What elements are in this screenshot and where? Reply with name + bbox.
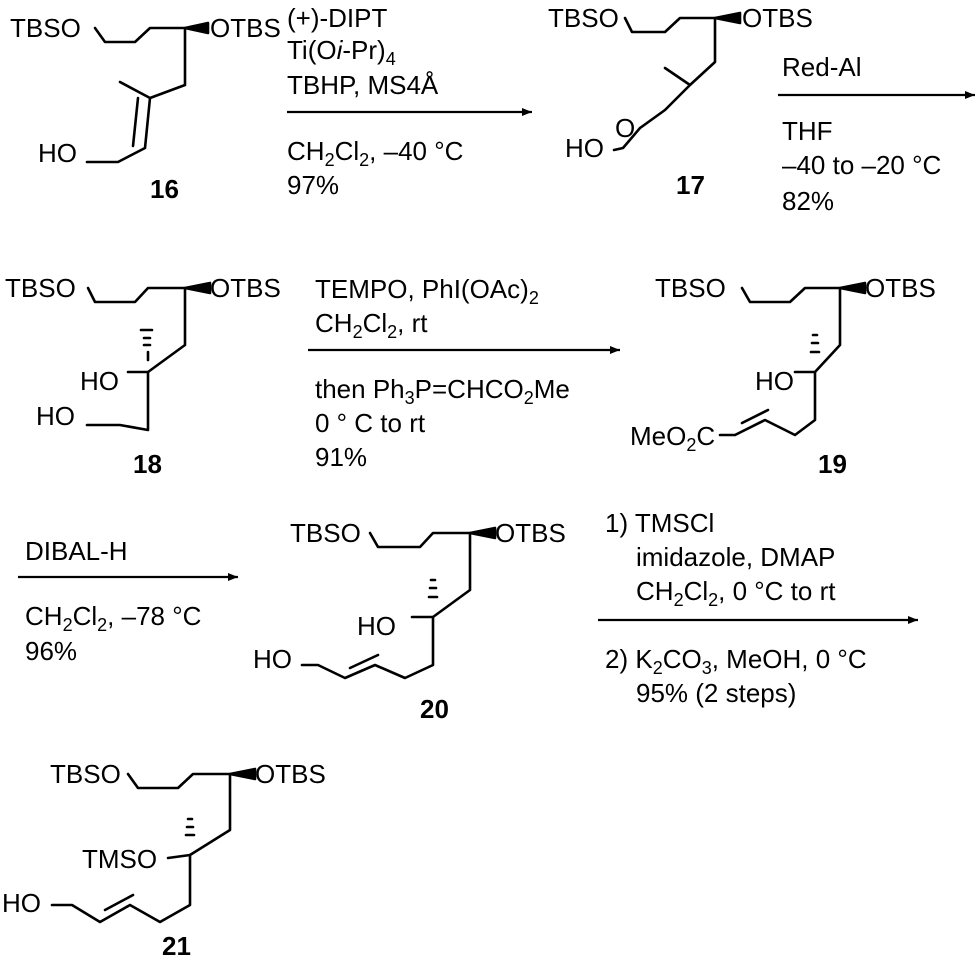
compound-number: 18	[133, 449, 162, 479]
compound-17: TBSO OTBS O HO 17	[548, 3, 813, 200]
epoxide-oxygen-label: O	[615, 113, 635, 143]
tms-ether-label: TMSO	[82, 844, 157, 874]
reaction-2: Red-Al THF –40 to –20 °C 82%	[778, 52, 975, 216]
yield-label: 95% (2 steps)	[636, 678, 796, 708]
bond-skeleton	[718, 281, 867, 437]
tbso-label: TBSO	[10, 13, 81, 43]
hydroxyl-label: HO	[38, 138, 77, 168]
wedge-bond	[228, 767, 257, 781]
tertiary-hydroxyl-label: HO	[357, 611, 396, 641]
reaction-1: (+)-DIPT Ti(Oi-Pr)4 TBHP, MS4Å CH2Cl2, –…	[287, 3, 532, 200]
yield-label: 96%	[25, 636, 77, 666]
tbso-label: TBSO	[50, 759, 121, 789]
otbs-label: OTBS	[255, 759, 326, 789]
yield-label: 82%	[782, 186, 834, 216]
wedge-bond	[468, 526, 497, 540]
wedge-bond	[838, 281, 867, 295]
reaction-5: 1) TMSCl imidazole, DMAP CH2Cl2, 0 °C to…	[598, 508, 918, 708]
tbso-label: TBSO	[290, 518, 361, 548]
compound-number: 16	[150, 174, 179, 204]
compound-19: TBSO OTBS HO MeO2C 19	[630, 273, 936, 479]
compound-number: 19	[818, 449, 847, 479]
conditions-line: CH2Cl2, –40 °C	[287, 136, 463, 170]
conditions-line: THF	[782, 116, 833, 146]
tbso-label: TBSO	[548, 3, 619, 33]
reaction-4: DIBAL-H CH2Cl2, –78 °C 96%	[18, 536, 238, 666]
otbs-label: OTBS	[742, 3, 813, 33]
hydroxyl-label: HO	[2, 888, 41, 918]
reagent-line: Red-Al	[782, 52, 861, 82]
reagent-line: 1) TMSCl	[605, 508, 714, 538]
bond-skeleton	[612, 11, 742, 152]
conditions-line: 2) K2CO3, MeOH, 0 °C	[605, 644, 867, 678]
hydroxyl-label: HO	[253, 644, 292, 674]
compound-16: TBSO OTBS HO 16	[10, 13, 281, 204]
bond-skeleton	[50, 767, 257, 924]
yield-label: 91%	[315, 442, 367, 472]
bond-skeleton	[85, 21, 210, 164]
tertiary-hydroxyl-label: HO	[755, 366, 794, 396]
hydroxyl-label: HO	[36, 401, 75, 431]
reagent-line: imidazole, DMAP	[636, 542, 835, 572]
wedge-bond	[183, 21, 210, 35]
otbs-label: OTBS	[210, 13, 281, 43]
reagent-line: Ti(Oi-Pr)4	[287, 35, 396, 69]
otbs-label: OTBS	[210, 273, 281, 303]
otbs-label: OTBS	[865, 273, 936, 303]
yield-label: 97%	[287, 170, 339, 200]
compound-20: TBSO OTBS HO HO 20	[253, 518, 566, 724]
tbso-label: TBSO	[655, 273, 726, 303]
reagent-line: (+)-DIPT	[287, 3, 388, 33]
wedge-bond	[183, 281, 212, 295]
compound-18: TBSO OTBS HO HO 18	[5, 273, 281, 479]
conditions-line: CH2Cl2, –78 °C	[25, 601, 201, 635]
tbso-label: TBSO	[5, 273, 76, 303]
reaction-3: TEMPO, PhI(OAc)2 CH2Cl2, rt then Ph3P=CH…	[308, 274, 620, 472]
compound-number: 20	[420, 694, 449, 724]
hydroxyl-label: HO	[565, 133, 604, 163]
conditions-line: 0 ° C to rt	[315, 408, 426, 438]
reagent-line: CH2Cl2, 0 °C to rt	[636, 576, 836, 610]
ester-label: MeO2C	[630, 421, 715, 455]
bond-skeleton	[300, 526, 497, 680]
reagent-line: CH2Cl2, rt	[315, 308, 428, 342]
otbs-label: OTBS	[495, 518, 566, 548]
compound-number: 21	[162, 931, 191, 960]
compound-21: TBSO OTBS TMSO HO 21	[2, 759, 326, 960]
compound-number: 17	[676, 170, 705, 200]
reagent-line: TEMPO, PhI(OAc)2	[315, 274, 539, 308]
reagent-line: DIBAL-H	[25, 536, 128, 566]
reagent-line: TBHP, MS4Å	[287, 70, 439, 100]
conditions-line: then Ph3P=CHCO2Me	[315, 374, 570, 408]
conditions-line: –40 to –20 °C	[782, 150, 941, 180]
bond-skeleton	[85, 281, 212, 432]
wedge-bond	[713, 11, 742, 25]
tertiary-hydroxyl-label: HO	[80, 366, 119, 396]
